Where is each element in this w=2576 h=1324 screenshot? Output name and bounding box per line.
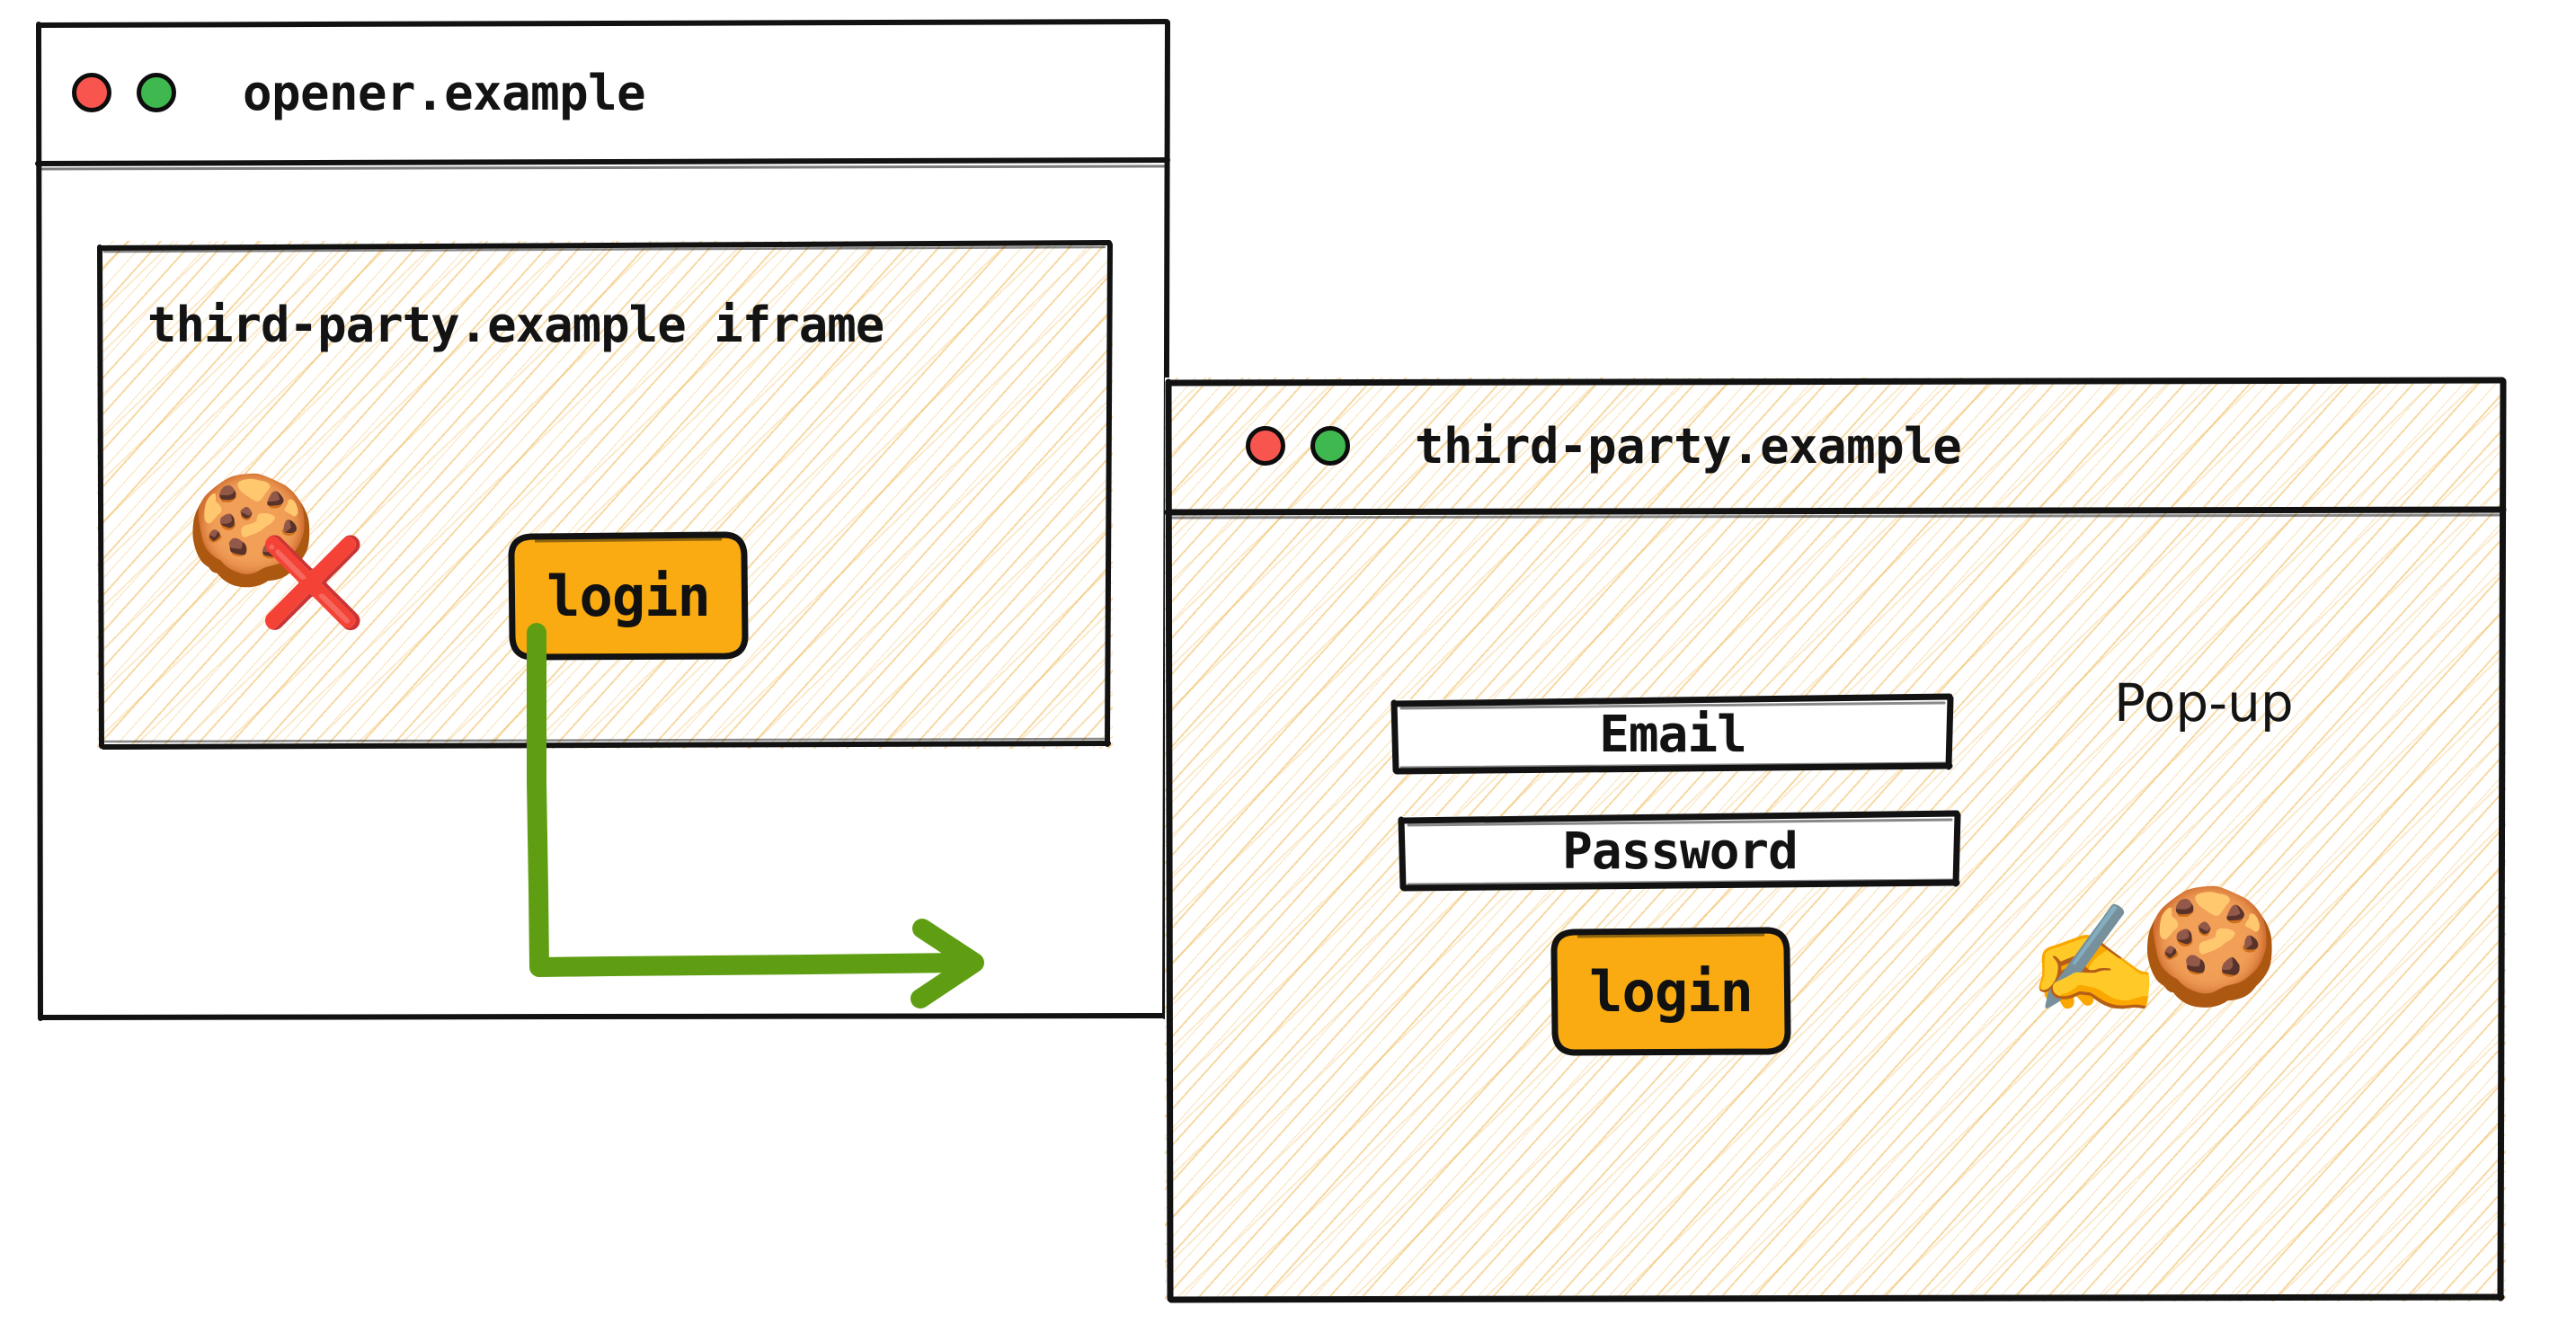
email-field-label: Email: [1599, 705, 1747, 764]
email-field[interactable]: Email: [1390, 693, 1954, 775]
popup-titlebar: third-party.example: [1165, 378, 2506, 514]
password-field-label: Password: [1562, 822, 1799, 881]
maximize-button-icon[interactable]: [1310, 426, 1350, 466]
maximize-button-icon[interactable]: [137, 73, 176, 112]
close-button-icon[interactable]: [1246, 426, 1285, 466]
popup-browser-window: third-party.example: [1164, 377, 2507, 1303]
opener-titlebar: opener.example: [36, 20, 1170, 165]
popup-window-title: third-party.example: [1415, 417, 1962, 475]
popup-login-button-label: login: [1589, 958, 1754, 1025]
popup-login-button[interactable]: login: [1550, 927, 1791, 1056]
close-button-icon[interactable]: [72, 73, 111, 112]
iframe-login-button[interactable]: login: [508, 531, 749, 661]
popup-annotation-label: Pop-up: [2114, 672, 2294, 733]
cookie-icon: 🍪: [2139, 880, 2280, 1012]
red-cross-icon: ❌: [259, 532, 367, 633]
opener-window-title: opener.example: [243, 64, 646, 121]
iframe-title: third-party.example iframe: [147, 297, 884, 353]
writing-hand-icon: ✍️: [2028, 897, 2160, 1021]
password-field[interactable]: Password: [1398, 810, 1961, 892]
iframe-login-button-label: login: [546, 563, 711, 629]
cookie-icon: 🍪: [185, 467, 317, 591]
